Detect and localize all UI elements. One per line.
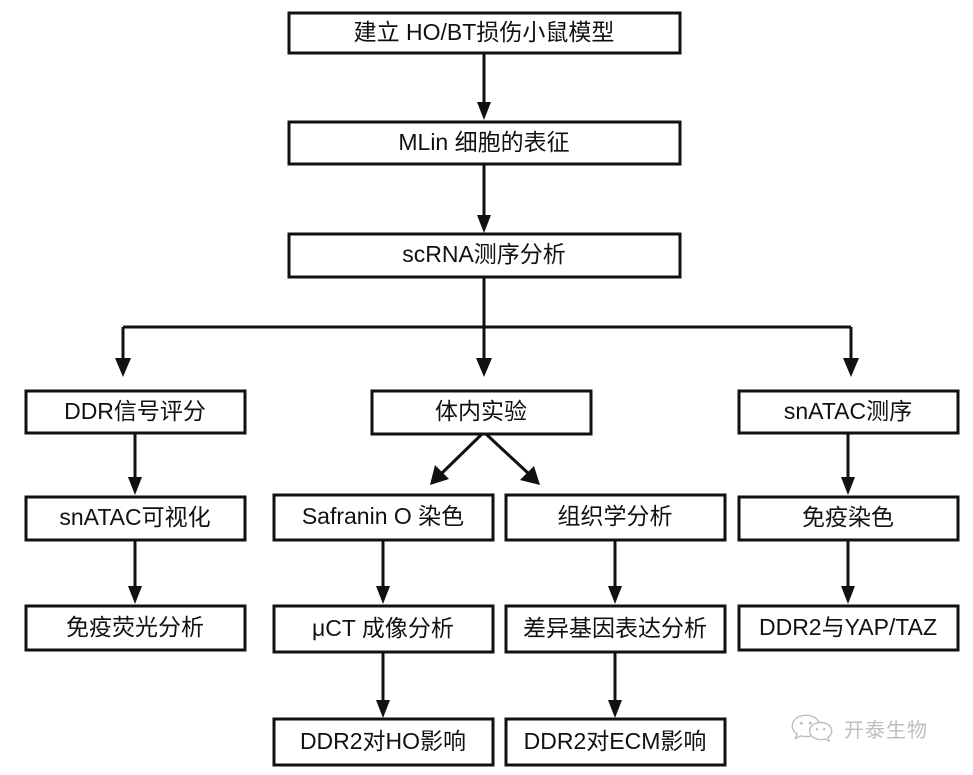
node-label: 免疫荧光分析 bbox=[66, 614, 204, 640]
connector-n5-n9 bbox=[484, 432, 540, 485]
node-label: 差异基因表达分析 bbox=[523, 615, 707, 641]
connector-n4-n7 bbox=[128, 433, 142, 495]
node-ddr-signal-score[interactable]: DDR信号评分 bbox=[24, 389, 247, 435]
node-scrna-sequencing[interactable]: scRNA测序分析 bbox=[287, 232, 682, 279]
node-in-vivo-experiment[interactable]: 体内实验 bbox=[370, 389, 593, 436]
node-label: MLin 细胞的表征 bbox=[398, 129, 569, 155]
node-label: Safranin O 染色 bbox=[302, 503, 464, 529]
node-label: DDR信号评分 bbox=[64, 398, 206, 424]
node-label: μCT 成像分析 bbox=[312, 615, 454, 641]
node-ddr2-effect-on-ecm[interactable]: DDR2对ECM影响 bbox=[504, 717, 727, 767]
connector-n1-n2 bbox=[477, 53, 491, 120]
node-ddr2-effect-on-ho[interactable]: DDR2对HO影响 bbox=[272, 717, 495, 767]
connector-n12-n15 bbox=[376, 653, 390, 718]
connector-n7-n11 bbox=[128, 540, 142, 604]
node-label: snATAC可视化 bbox=[59, 504, 210, 530]
node-safranin-o-staining[interactable]: Safranin O 染色 bbox=[272, 493, 495, 542]
node-immunofluorescence-analysis[interactable]: 免疫荧光分析 bbox=[24, 604, 247, 652]
node-label: snATAC测序 bbox=[784, 398, 912, 424]
node-label: 建立 HO/BT损伤小鼠模型 bbox=[354, 19, 615, 45]
node-uct-imaging-analysis[interactable]: μCT 成像分析 bbox=[272, 604, 495, 654]
branch-bar-row2 bbox=[115, 325, 859, 377]
node-mlin-characterization[interactable]: MLin 细胞的表征 bbox=[287, 120, 682, 166]
node-establish-model[interactable]: 建立 HO/BT损伤小鼠模型 bbox=[287, 11, 682, 55]
connector-n6-n10 bbox=[841, 433, 855, 495]
connector-n2-n3 bbox=[477, 164, 491, 233]
node-label: DDR2对ECM影响 bbox=[524, 728, 707, 754]
node-label: DDR2与YAP/TAZ bbox=[759, 614, 937, 640]
connector-n13-n16 bbox=[608, 653, 622, 718]
node-histological-analysis[interactable]: 组织学分析 bbox=[504, 493, 727, 542]
node-snatac-visualization[interactable]: snATAC可视化 bbox=[24, 495, 247, 542]
node-label: DDR2对HO影响 bbox=[300, 728, 466, 754]
node-differential-gene-expression[interactable]: 差异基因表达分析 bbox=[504, 604, 727, 654]
node-ddr2-yap-taz[interactable]: DDR2与YAP/TAZ bbox=[737, 604, 960, 652]
node-label: scRNA测序分析 bbox=[402, 241, 566, 267]
node-label: 组织学分析 bbox=[558, 503, 673, 529]
connector-n5-n8 bbox=[430, 432, 484, 485]
node-snatac-sequencing[interactable]: snATAC测序 bbox=[737, 389, 960, 435]
connector-n10-n14 bbox=[841, 540, 855, 604]
node-label: 免疫染色 bbox=[802, 504, 894, 530]
connector-n9-n13 bbox=[608, 540, 622, 604]
connector-n8-n12 bbox=[376, 540, 390, 604]
node-label: 体内实验 bbox=[435, 398, 527, 424]
node-immunostaining[interactable]: 免疫染色 bbox=[737, 495, 960, 542]
